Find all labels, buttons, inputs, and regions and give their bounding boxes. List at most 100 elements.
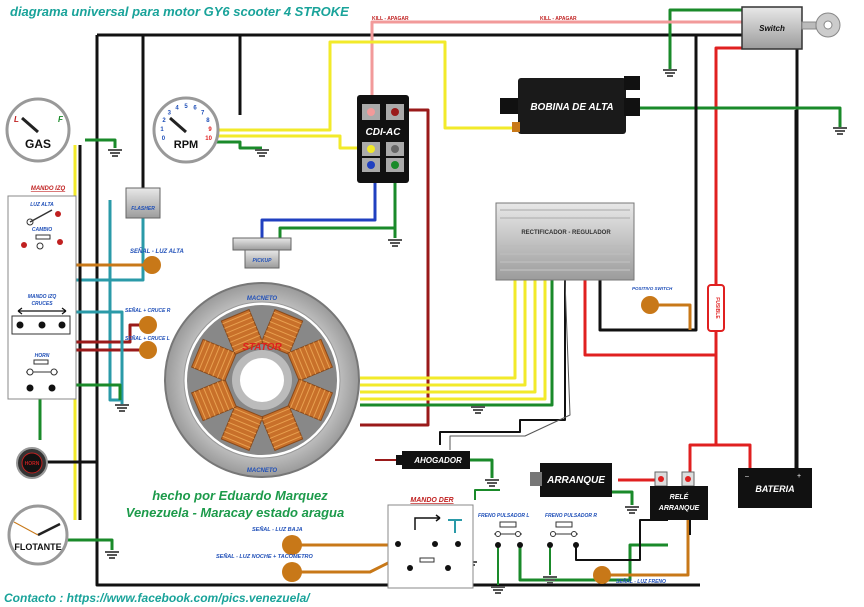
- left-handlebar-control: MANDO IZQ LUZ ALTA CAMBIO MANDO IZQ CRUC…: [7, 186, 77, 400]
- stator-coil: [287, 338, 334, 382]
- ground-icon: [388, 239, 402, 247]
- gas-gauge: L F GAS: [5, 97, 71, 163]
- rpm-tick-label: 2: [162, 118, 166, 124]
- starter-motor: ARRANQUE: [530, 463, 612, 497]
- starter-label: ARRANQUE: [546, 475, 605, 486]
- rpm-tick-label: 3: [168, 111, 172, 117]
- pickup-sensor: PICKUP: [232, 237, 292, 269]
- freno-r-label: FRENO PULSADOR R: [545, 513, 597, 519]
- fuel-float-sensor: FLOTANTE: [7, 504, 69, 566]
- gas-l-label: L: [14, 115, 19, 124]
- ignition-switch: Switch: [741, 6, 841, 50]
- rpm-tick-label: 6: [193, 106, 197, 112]
- stator-coil: [190, 338, 237, 382]
- stator-coil: [220, 405, 264, 452]
- pickup-label: PICKUP: [253, 258, 273, 264]
- senal-cruce-r-label: SEÑAL + CRUCE R: [125, 307, 171, 314]
- starter-relay: RELÉ ARRANQUE: [650, 471, 708, 520]
- signal-terminal-luz-baja: [282, 535, 302, 555]
- mando-izq-cruces-label-2: CRUCES: [31, 301, 53, 307]
- stator-coil: [260, 308, 304, 355]
- rpm-tick-label: 9: [208, 127, 212, 133]
- rpm-tick-label: 4: [175, 106, 179, 112]
- ground-icon: [108, 149, 122, 157]
- ground-icon: [105, 551, 119, 559]
- magneto-top-label: MACNETO: [247, 296, 278, 302]
- mando-izq-cruces-label-1: MANDO IZQ: [28, 294, 57, 300]
- brake-switch-left: FRENO PULSADOR L: [478, 513, 529, 548]
- flasher-relay: FLASHER: [125, 187, 161, 219]
- stator-coil: [260, 405, 304, 452]
- ground-icon: [543, 576, 557, 584]
- relay-label-1: RELÉ: [670, 492, 689, 501]
- signal-terminal-cruce-r: [139, 316, 157, 334]
- mando-izq-label: MANDO IZQ: [31, 186, 66, 192]
- ground-icon: [471, 406, 485, 414]
- ground-icon: [491, 586, 505, 594]
- signal-terminal-luz-noche: [282, 562, 302, 582]
- signal-terminal-luz-freno: [593, 566, 611, 584]
- fuse-label: FUSIBLE: [714, 297, 720, 319]
- magneto-bottom-label: MACNETO: [247, 468, 278, 474]
- horn-switch-label: HORN: [35, 353, 50, 359]
- rectifier-label: RECTIFICADOR - REGULADOR: [521, 230, 611, 236]
- credits-line-1: hecho por Eduardo Marquez: [152, 488, 328, 503]
- rpm-tick-label: 8: [206, 118, 210, 124]
- fuse: FUSIBLE: [707, 284, 725, 332]
- senal-luz-freno-label: SEÑAL - LUZ FRENO: [616, 578, 666, 585]
- choke: AHOGADOR: [396, 451, 470, 469]
- ground-icon: [663, 69, 677, 77]
- page-title: diagrama universal para motor GY6 scoote…: [10, 4, 349, 19]
- stator-magneto: MACNETO MACNETO STATOR: [164, 282, 360, 478]
- brake-switch-right: FRENO PULSADOR R: [545, 513, 597, 548]
- rpm-tick-label: 1: [160, 127, 164, 133]
- ground-icon: [115, 404, 129, 412]
- ignition-coil: BOBINA DE ALTA: [500, 76, 640, 134]
- ground-icon: [833, 127, 847, 135]
- gas-f-label: F: [58, 115, 64, 124]
- ground-icon: [625, 506, 639, 514]
- ground-symbols: [105, 69, 847, 594]
- stator-label: STATOR: [242, 342, 282, 353]
- mando-der-label: MANDO DER: [410, 497, 453, 504]
- signal-terminal-cruce-l: [139, 341, 157, 359]
- ground-icon: [485, 479, 499, 487]
- credits-line-2: Venezuela - Maracay estado aragua: [126, 505, 344, 520]
- rpm-tick-label: 5: [184, 104, 188, 110]
- cdi-label: CDI-AC: [366, 127, 402, 138]
- senal-luz-noche-label: SEÑAL - LUZ NOCHE + TACOMETRO: [216, 553, 314, 560]
- rpm-tick-label: 0: [162, 136, 166, 142]
- battery-minus-icon: –: [745, 473, 749, 480]
- stator-coil: [190, 378, 237, 422]
- stator-coil: [220, 308, 264, 355]
- battery-label: BATERIA: [755, 484, 794, 494]
- rpm-tick-label: 7: [201, 111, 205, 117]
- choke-label: AHOGADOR: [413, 456, 462, 465]
- flotante-label: FLOTANTE: [14, 542, 61, 552]
- signal-terminal-luz-alta: [143, 256, 161, 274]
- luz-alta-label: LUZ ALTA: [30, 202, 54, 208]
- battery: – + BATERIA: [738, 468, 812, 508]
- battery-plus-icon: +: [797, 473, 801, 480]
- contact-link[interactable]: Contacto : https://www.facebook.com/pics…: [4, 591, 311, 605]
- rectifier-regulator: RECTIFICADOR - REGULADOR: [495, 202, 635, 281]
- right-handlebar-control: MANDO DER: [387, 497, 474, 589]
- key-icon: [801, 12, 841, 38]
- ground-icon: [255, 149, 269, 157]
- senal-cruce-l-label: SEÑAL + CRUCE L: [125, 335, 170, 342]
- kill-label-2: KILL - APAGAR: [540, 16, 577, 22]
- stator-coil: [287, 378, 334, 422]
- signal-terminal-positivo-switch: [641, 296, 659, 314]
- rpm-label: RPM: [174, 139, 198, 151]
- rpm-tick-label: 10: [205, 136, 212, 142]
- flasher-label: FLASHER: [131, 206, 155, 212]
- freno-l-label: FRENO PULSADOR L: [478, 513, 529, 519]
- horn: HORN: [16, 447, 48, 479]
- switch-label: Switch: [759, 24, 785, 33]
- coil-label: BOBINA DE ALTA: [530, 102, 613, 113]
- positivo-switch-label: POSITIVO SWITCH: [632, 286, 673, 291]
- stator-coils: [190, 308, 334, 452]
